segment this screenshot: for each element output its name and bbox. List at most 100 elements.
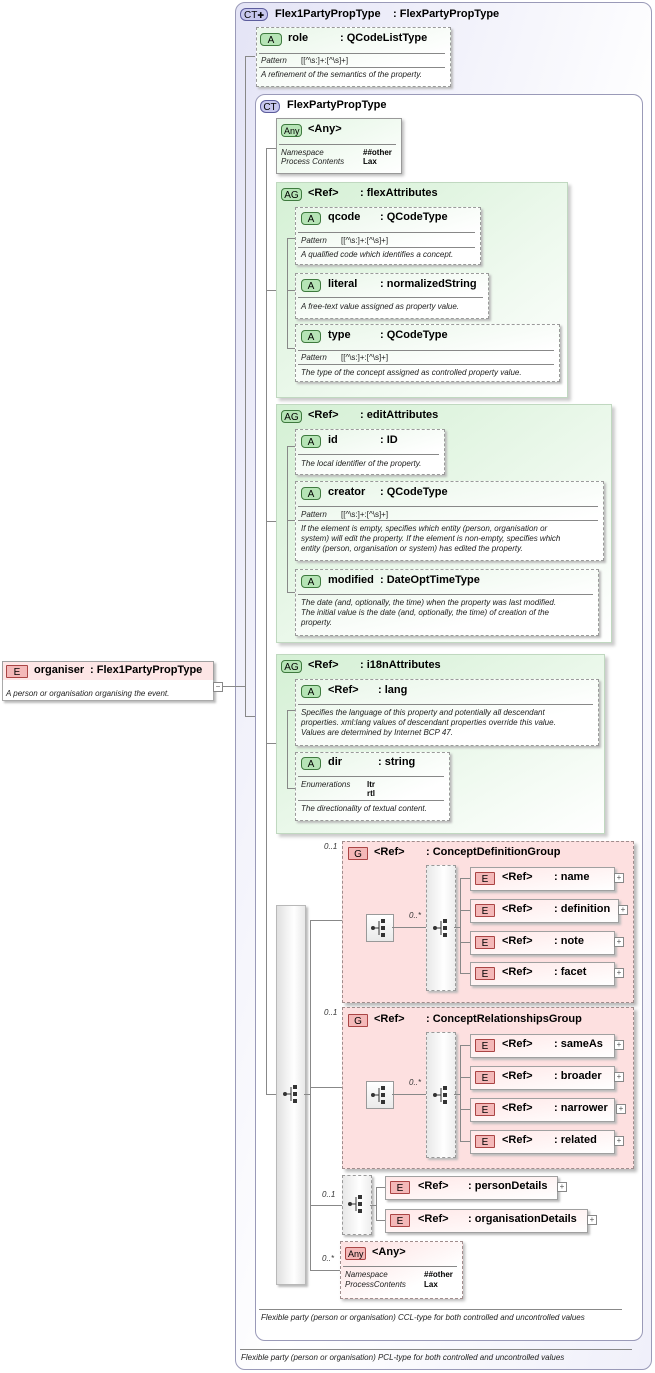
element-ref: <Ref> — [502, 1038, 533, 1050]
lang-name: : lang — [378, 684, 408, 696]
root-element-type: : Flex1PartyPropType — [90, 664, 203, 676]
element-type-name: : related — [554, 1134, 597, 1146]
role-attribute-description: A refinement of the semantics of the pro… — [261, 70, 422, 79]
modified-attribute[interactable] — [295, 569, 599, 636]
dir-attribute[interactable] — [295, 752, 450, 821]
any-element-name: <Any> — [372, 1246, 406, 1258]
attribute-group-badge: AG — [281, 188, 302, 201]
outer-type-footer: Flexible party (person or organisation) … — [241, 1353, 565, 1362]
group-badge: G — [348, 847, 368, 860]
enum-value: ltr — [367, 780, 375, 789]
element-badge: E — [475, 1039, 495, 1052]
inner-type-footer: Flexible party (person or organisation) … — [261, 1313, 585, 1322]
qcode-description: A qualified code which identifies a conc… — [301, 250, 454, 259]
seq-multiplicity: 0..* — [409, 1078, 422, 1087]
pattern-value: [[^\s:]+:[^\s]+] — [301, 56, 349, 65]
multiplicity: 0..* — [322, 1254, 335, 1263]
element-type-name: : facet — [554, 966, 587, 978]
choice-icon — [347, 1193, 365, 1215]
element-personDetails[interactable] — [385, 1176, 558, 1200]
element-badge: E — [475, 936, 495, 949]
qcode-type: : QCodeType — [380, 211, 448, 223]
dir-type: : string — [378, 756, 416, 768]
element-type-name: : narrower — [554, 1102, 608, 1114]
pattern-label: Pattern — [261, 56, 287, 65]
any-badge: Any — [345, 1247, 366, 1260]
expand-icon[interactable]: + — [557, 1182, 567, 1192]
sequence-icon[interactable] — [366, 914, 394, 942]
dir-name: dir — [328, 756, 343, 768]
literal-description: A free-text value assigned as property v… — [301, 302, 460, 311]
expand-icon[interactable]: + — [618, 905, 628, 915]
expand-icon[interactable]: + — [614, 937, 624, 947]
cdg-ref: <Ref> — [374, 846, 405, 858]
lang-attribute[interactable] — [295, 679, 599, 746]
expand-icon[interactable]: + — [587, 1215, 597, 1225]
namespace-label: Namespace — [281, 148, 324, 157]
process-label: ProcessContents — [345, 1280, 406, 1289]
multiplicity: 0..1 — [324, 842, 338, 851]
ct-badge: CT✚ — [240, 8, 268, 21]
creator-description-line: If the element is empty, specifies which… — [301, 524, 548, 533]
lang-description-line: Values are determined by Internet BCP 47… — [301, 728, 453, 737]
element-type-name: : personDetails — [468, 1180, 548, 1192]
element-type-name: : name — [554, 871, 590, 883]
id-type: : ID — [380, 434, 398, 446]
expand-icon[interactable]: + — [614, 1072, 624, 1082]
any-attribute-box[interactable] — [276, 118, 402, 174]
outer-type-title: Flex1PartyPropType — [275, 8, 381, 20]
expand-icon[interactable]: + — [614, 873, 624, 883]
expand-icon[interactable]: + — [614, 1136, 624, 1146]
qcode-attribute[interactable] — [295, 207, 481, 265]
enumerations-label: Enumerations — [301, 780, 351, 789]
element-badge: E — [475, 904, 495, 917]
creator-description-line: entity (person, organisation or system) … — [301, 544, 523, 553]
multiplicity: 0..1 — [324, 1008, 338, 1017]
process-value: Lax — [363, 157, 377, 166]
literal-attribute[interactable] — [295, 273, 489, 319]
element-badge: E — [475, 1103, 495, 1116]
collapse-icon[interactable]: − — [213, 682, 223, 692]
group-badge: G — [348, 1014, 368, 1027]
element-ref: <Ref> — [502, 935, 533, 947]
flex-attributes-name: : flexAttributes — [360, 187, 438, 199]
enum-value: rtl — [367, 789, 375, 798]
attribute-badge: A — [301, 685, 321, 698]
type-name: type — [328, 329, 351, 341]
role-attribute-box[interactable] — [256, 27, 451, 87]
attribute-badge: A — [301, 757, 321, 770]
attribute-badge: A — [301, 435, 321, 448]
creator-name: creator — [328, 486, 366, 498]
type-attribute[interactable] — [295, 324, 560, 382]
type-type: : QCodeType — [380, 329, 448, 341]
modified-name: modified — [328, 574, 374, 586]
creator-type: : QCodeType — [380, 486, 448, 498]
expand-icon[interactable]: + — [614, 968, 624, 978]
element-ref: <Ref> — [502, 1134, 533, 1146]
cdg-name: : ConceptDefinitionGroup — [426, 846, 561, 858]
sequence-icon[interactable] — [366, 1081, 394, 1109]
attribute-badge: A — [301, 575, 321, 588]
lang-description-line: properties. xml:lang values of descendan… — [301, 718, 556, 727]
root-element-description-shown: A person or organisation organising the … — [6, 689, 170, 698]
element-ref: <Ref> — [502, 1070, 533, 1082]
flex-attributes-ref: <Ref> — [308, 187, 339, 199]
any-attribute-name: <Any> — [308, 123, 342, 135]
element-ref: <Ref> — [502, 966, 533, 978]
element-type-name: : note — [554, 935, 584, 947]
dir-description: The directionality of textual content. — [301, 804, 427, 813]
element-organisationDetails[interactable] — [385, 1209, 588, 1233]
expand-icon[interactable]: + — [614, 1040, 624, 1050]
element-ref: <Ref> — [418, 1213, 449, 1225]
namespace-value: ##other — [363, 148, 392, 157]
creator-attribute[interactable] — [295, 481, 604, 561]
edit-attributes-ref: <Ref> — [308, 409, 339, 421]
expand-icon[interactable]: + — [616, 1104, 626, 1114]
literal-name: literal — [328, 278, 358, 290]
role-attribute-type: : QCodeListType — [340, 32, 428, 44]
crg-name: : ConceptRelationshipsGroup — [426, 1013, 582, 1025]
literal-type: : normalizedString — [380, 278, 477, 290]
process-value: Lax — [424, 1280, 438, 1289]
element-narrower[interactable] — [470, 1098, 615, 1122]
edit-attributes-name: : editAttributes — [360, 409, 439, 421]
